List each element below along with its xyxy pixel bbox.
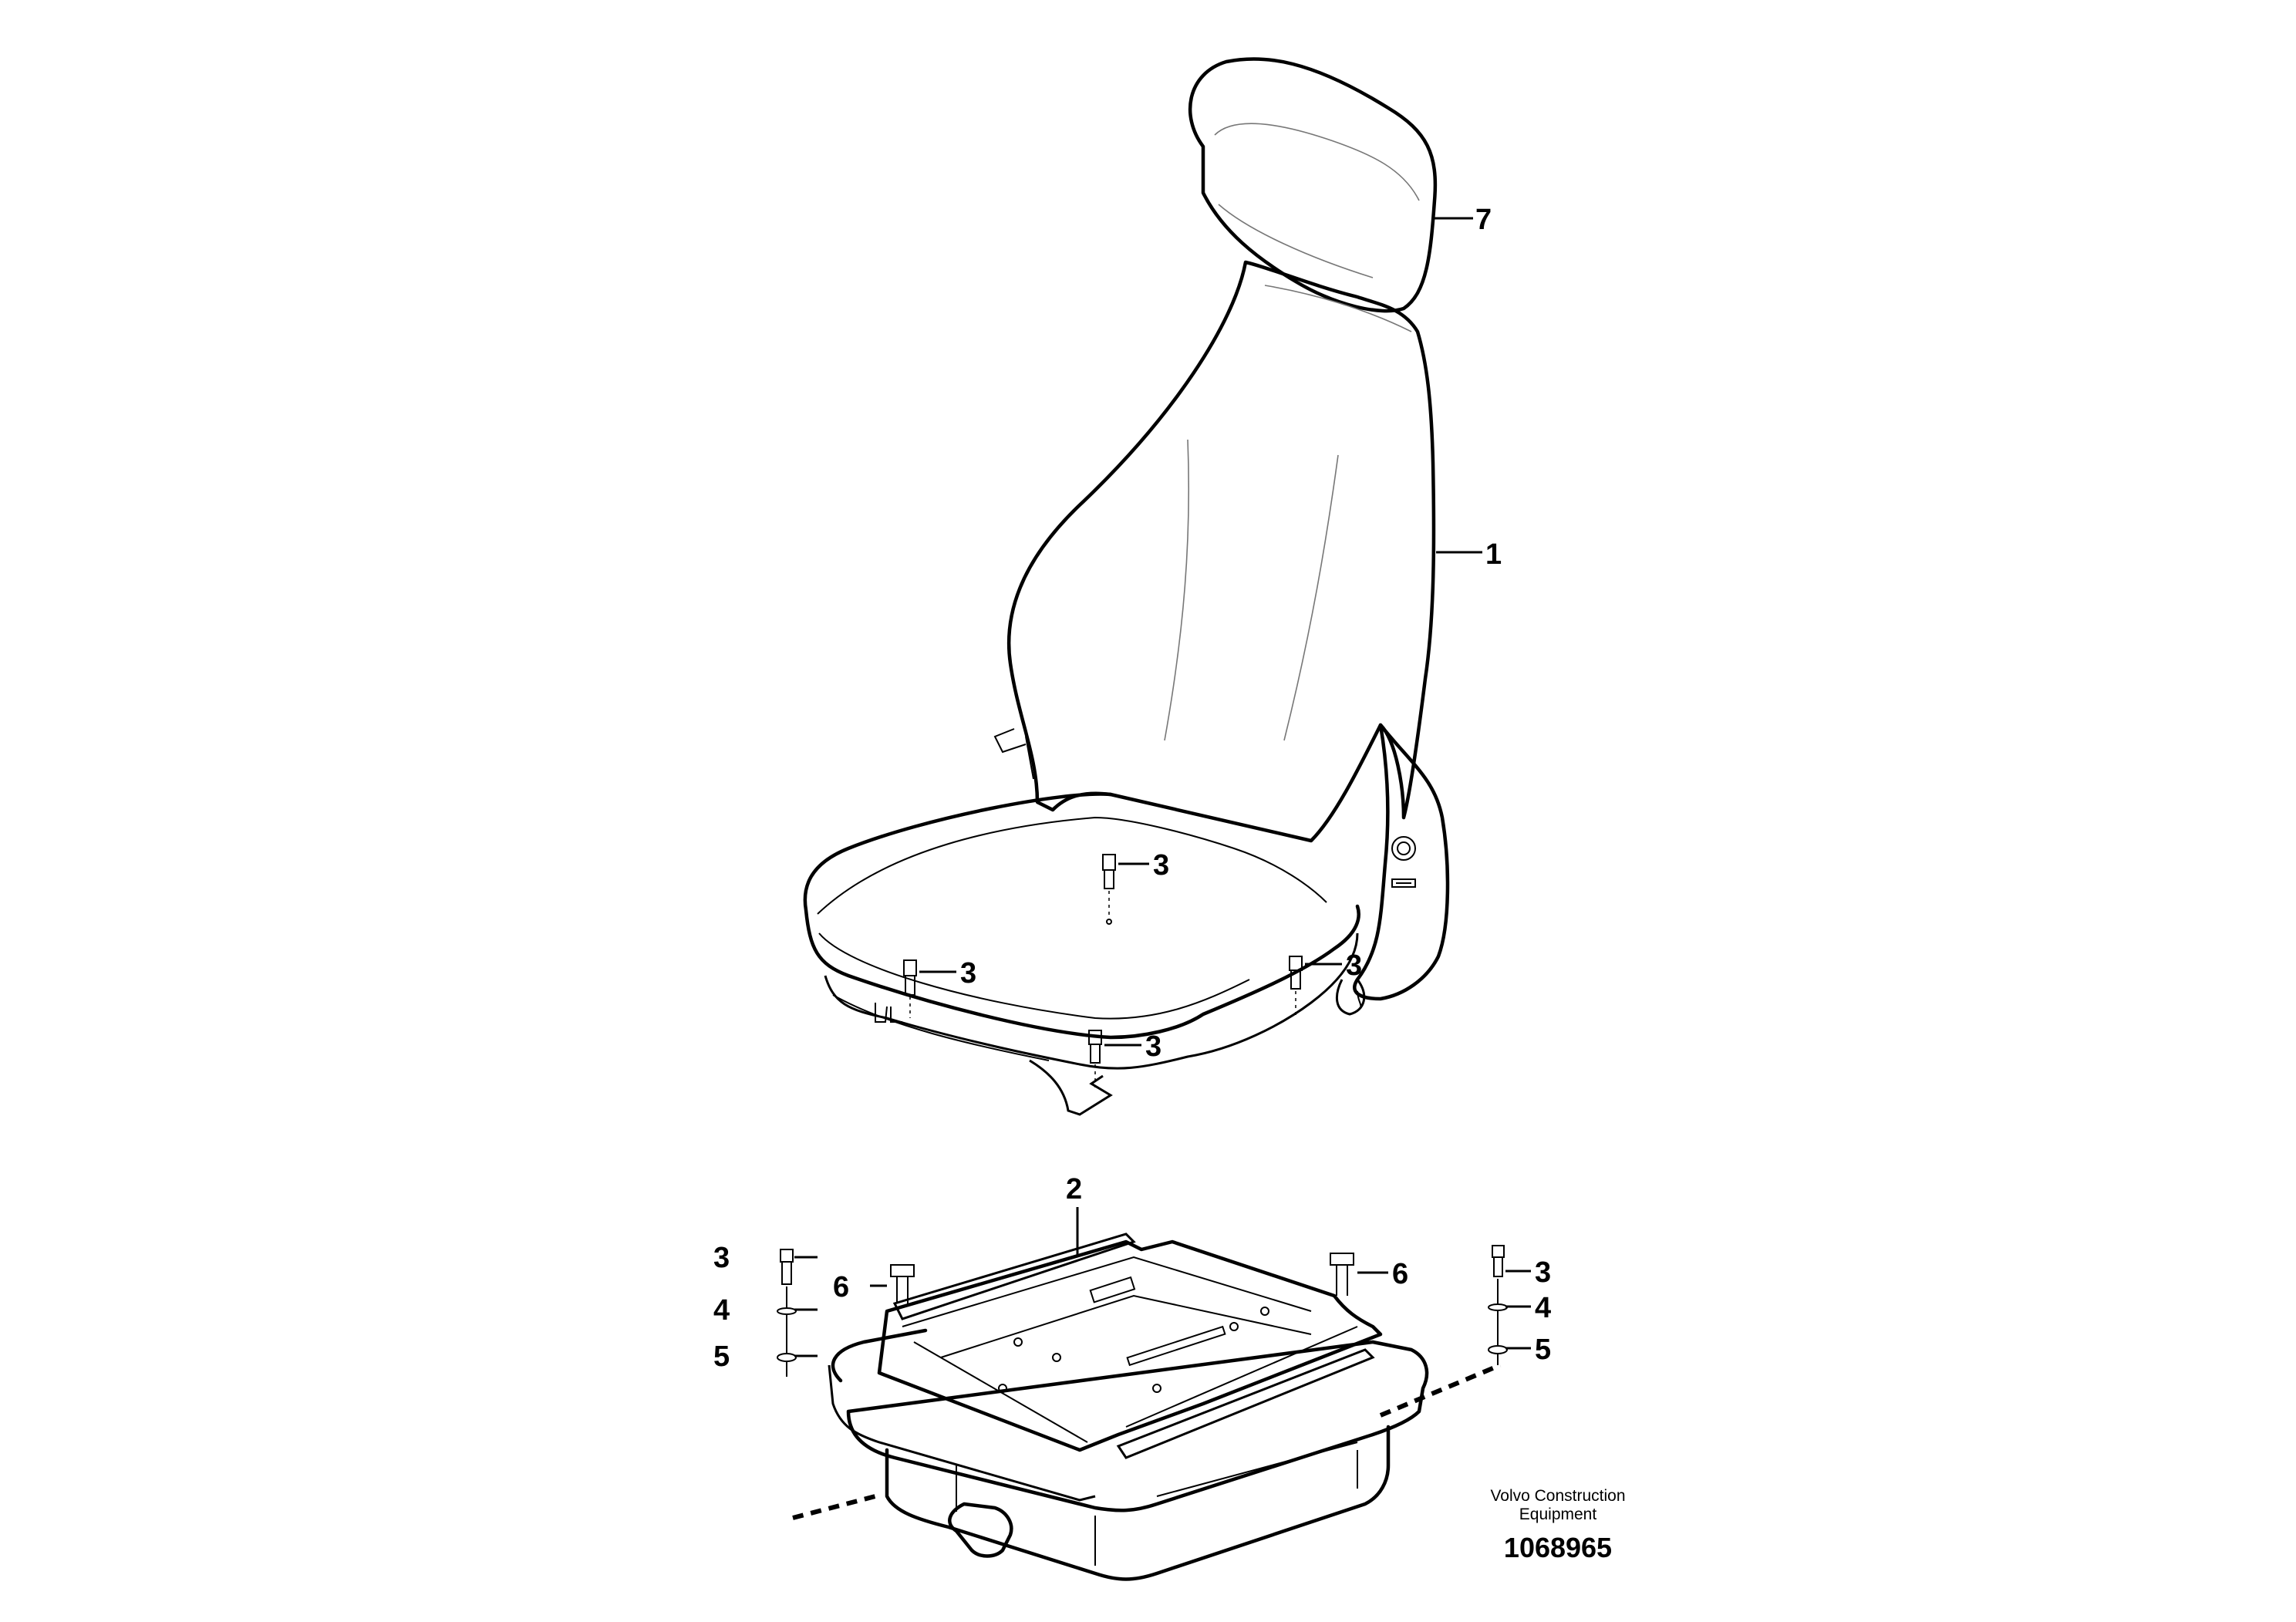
callout-3: 3 xyxy=(960,957,977,990)
brand-line-2: Equipment xyxy=(1519,1506,1597,1524)
callout-2: 2 xyxy=(1066,1173,1083,1206)
callout-3: 3 xyxy=(1346,949,1363,982)
seat-back-drawing xyxy=(993,260,1436,843)
callout-4: 4 xyxy=(1535,1292,1552,1324)
brand-line-1: Volvo Construction xyxy=(1490,1487,1626,1505)
bolt-icon xyxy=(903,854,1342,1088)
callout-1: 1 xyxy=(1485,538,1502,571)
callout-3: 3 xyxy=(1535,1256,1552,1289)
callout-3: 3 xyxy=(713,1242,730,1274)
headrest-drawing xyxy=(1188,57,1473,313)
callout-4: 4 xyxy=(713,1294,730,1327)
seat-slide-rail-drawing xyxy=(777,1207,1531,1581)
callout-3: 3 xyxy=(1153,849,1170,882)
callout-6: 6 xyxy=(833,1271,850,1303)
callout-3: 3 xyxy=(1145,1030,1162,1063)
callout-6: 6 xyxy=(1392,1258,1409,1290)
brand-label: Volvo Construction Equipment xyxy=(1458,1487,1658,1524)
callout-5: 5 xyxy=(713,1340,730,1373)
part-number: 1068965 xyxy=(1503,1532,1613,1563)
callout-5: 5 xyxy=(1535,1334,1552,1366)
callout-7: 7 xyxy=(1475,204,1492,236)
seat-side-panel-drawing xyxy=(1335,723,1450,1016)
seat-cushion-drawing xyxy=(803,792,1360,1116)
